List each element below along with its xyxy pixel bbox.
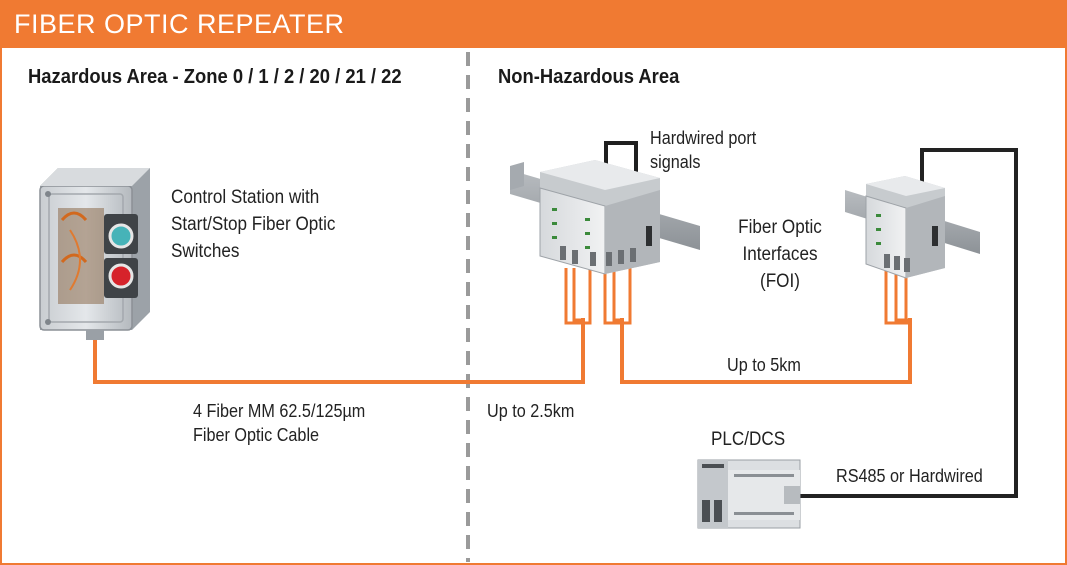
hazardous-area-label: Hazardous Area - Zone 0 / 1 / 2 / 20 / 2… [28,66,402,88]
title-bar: FIBER OPTIC REPEATER [0,0,1067,48]
non-hazardous-area-label: Non-Hazardous Area [498,66,680,88]
up-to-2-5km-label: Up to 2.5km [487,401,575,421]
control-station-label-line-3: Switches [171,241,240,262]
rs485-label: RS485 or Hardwired [836,466,983,486]
foi-label-line-3: (FOI) [760,271,800,292]
foi-label: Fiber Optic Interfaces (FOI) [726,214,834,295]
fiber-cable-label-line-2: Fiber Optic Cable [193,425,320,445]
page-title: FIBER OPTIC REPEATER [14,9,345,39]
hardwired-port-wire [604,141,638,178]
control-station-icon [39,168,150,340]
foi-label-line-2: Interfaces [742,244,818,265]
fiber-fanout-left [564,268,632,326]
fiber-cable-label-line-1: 4 Fiber MM 62.5/125µm [193,401,366,421]
control-station-label-line-1: Control Station with [171,187,320,208]
control-station-label-line-2: Start/Stop Fiber Optic [171,214,336,235]
rs485-wire [800,148,1018,498]
fiber-cable-label: 4 Fiber MM 62.5/125µm Fiber Optic Cable [193,399,365,447]
control-station-label: Control Station with Start/Stop Fiber Op… [171,184,335,265]
foi-label-line-1: Fiber Optic [738,217,822,238]
foi-right-icon [845,176,980,279]
hardwired-port-label: Hardwired port signals [650,126,756,174]
fiber-cable-hazardous [93,318,585,384]
plc-icon [697,459,801,529]
up-to-5km-label: Up to 5km [727,355,801,375]
fiber-cable-long-run [620,318,912,384]
plc-dcs-label: PLC/DCS [711,429,786,450]
fiber-fanout-right [884,270,912,326]
hardwired-port-label-line-2: signals [650,152,701,172]
hardwired-port-label-line-1: Hardwired port [650,128,757,148]
foi-left-icon [510,160,700,275]
